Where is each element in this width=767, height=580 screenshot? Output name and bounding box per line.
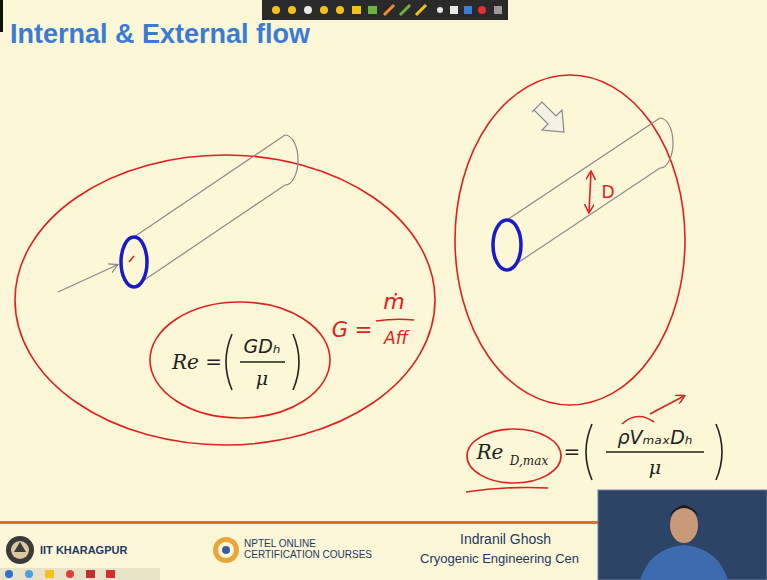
footer-text: IIT KHARAGPUR — [40, 544, 127, 556]
formula-text: Re — [477, 441, 504, 463]
dimension-label: D — [601, 183, 614, 202]
annotation-arrow — [650, 396, 684, 414]
taskbar-icons — [0, 568, 160, 580]
formula-marks — [586, 424, 722, 480]
handwritten-note: G = — [332, 319, 373, 342]
diameter-arrow — [589, 172, 591, 212]
annotation-arc — [622, 416, 654, 424]
handwritten-note: ṁ — [383, 290, 404, 314]
formula-text: Re = — [172, 351, 222, 373]
formula-subscript: D,max — [510, 455, 548, 468]
footer-text: Indranil Ghosh — [460, 532, 551, 547]
annotation-ellipse — [455, 75, 685, 405]
annotation-ellipse — [150, 302, 330, 418]
formula-numerator: GDₕ — [244, 336, 281, 357]
pipe-illustration — [493, 118, 673, 270]
webcam-inset — [598, 490, 767, 580]
nptel-logo — [213, 537, 239, 563]
slide-title: Internal & External flow — [10, 20, 310, 50]
footer-text: NPTEL ONLINE CERTIFICATION COURSES — [244, 538, 394, 560]
window-edge — [0, 0, 3, 32]
flow-arrow — [58, 265, 117, 292]
handwritten-fraction-bar — [376, 319, 414, 321]
formula-denominator: μ — [649, 457, 661, 478]
formula-marks — [226, 334, 299, 390]
annotation-underline — [466, 488, 548, 493]
annotation-ellipse — [467, 429, 561, 483]
formula-text: = — [564, 441, 581, 463]
formula-denominator: μ — [256, 368, 268, 389]
annotation-toolbar — [262, 0, 508, 20]
crossflow-arrow — [532, 102, 564, 132]
annotation-ellipse — [15, 155, 435, 445]
iit-logo — [6, 536, 34, 564]
footer-text: Cryogenic Engineering Cen — [420, 552, 579, 566]
formula-numerator: ρVₘₐₓDₕ — [618, 427, 693, 448]
pipe-illustration — [121, 135, 298, 287]
handwritten-note: Aff — [384, 329, 408, 348]
